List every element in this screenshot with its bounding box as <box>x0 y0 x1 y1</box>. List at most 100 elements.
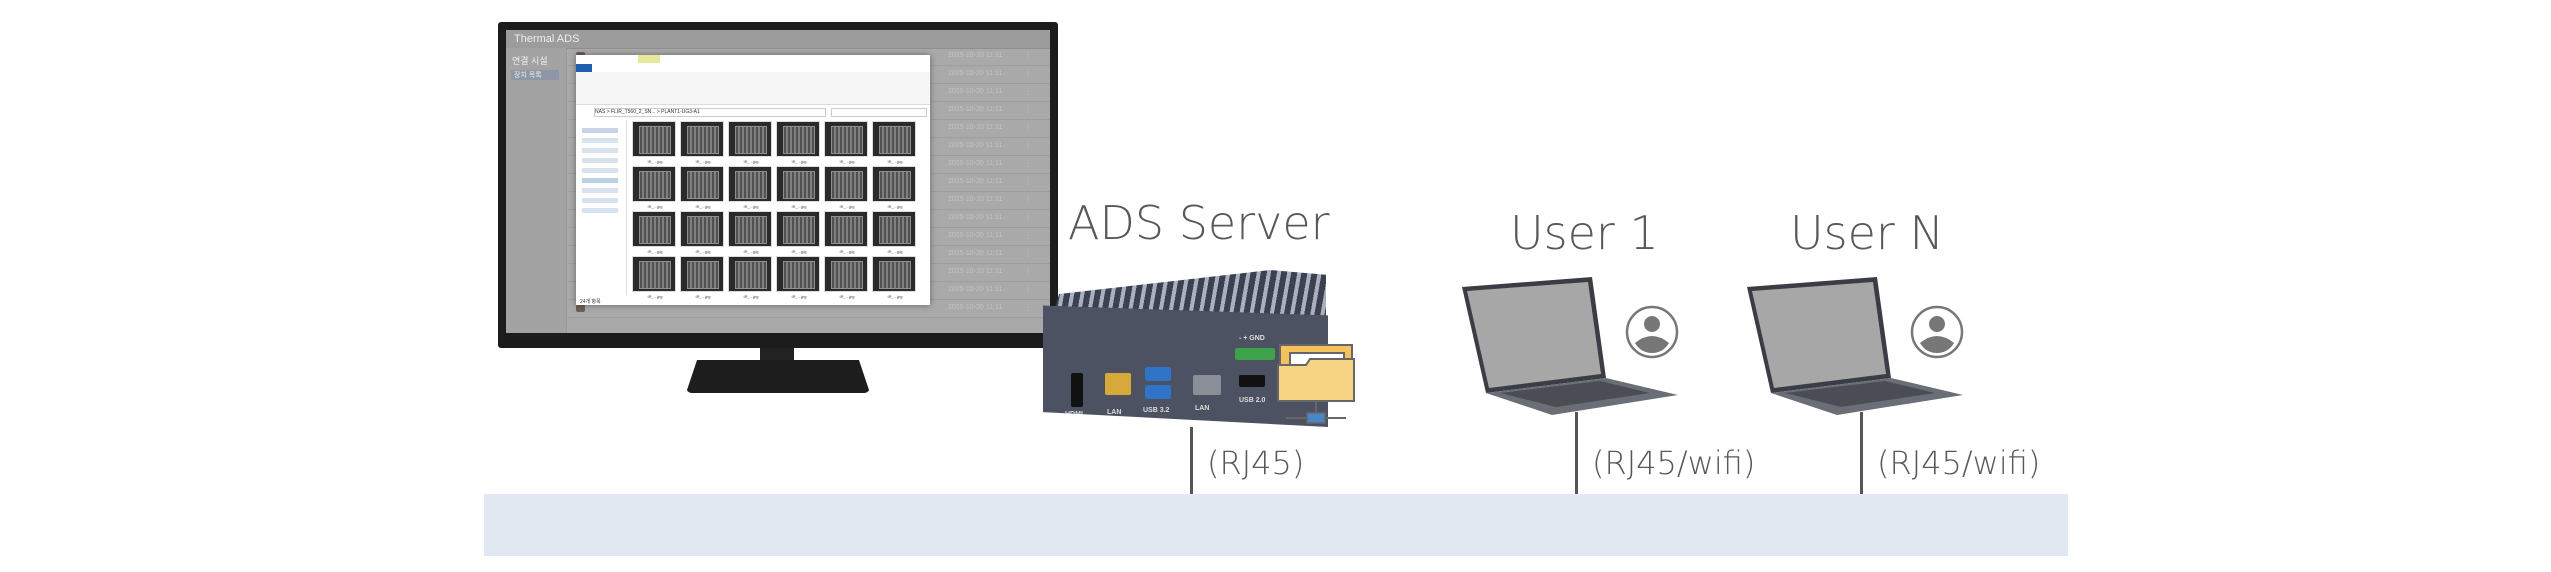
thumbnail-label: IR_...jpg <box>743 249 759 254</box>
nav-item <box>582 198 618 203</box>
thumbnail-label: IR_...jpg <box>743 294 759 299</box>
user-avatar-icon <box>1625 305 1679 359</box>
explorer-status: 24개 항목 <box>580 299 601 305</box>
thermal-image-thumbnail: IR_...jpg <box>872 211 916 254</box>
row-timestamp: 2025-10-20 11:11 <box>948 304 1003 311</box>
thumbnail-label: IR_...jpg <box>791 294 807 299</box>
row-timestamp: 2025-10-20 11:11 <box>948 214 1003 221</box>
thermal-image-thumbnail: IR_...jpg <box>776 211 820 254</box>
row-menu-icon: ⋮ <box>1024 213 1032 222</box>
row-menu-icon: ⋮ <box>1024 249 1032 258</box>
row-menu-icon: ⋮ <box>1024 105 1032 114</box>
app-title-bar: Thermal ADS <box>506 30 1050 49</box>
row-timestamp: 2025-10-20 11:11 <box>948 178 1003 185</box>
monitor-stand-base <box>686 360 870 393</box>
thumbnail-label: IR_...jpg <box>743 159 759 164</box>
row-timestamp: 2025-10-20 11:11 <box>948 286 1003 293</box>
userN-title: User N <box>1790 206 1944 260</box>
row-menu-icon: ⋮ <box>1024 177 1032 186</box>
explorer-nav-pane <box>576 120 627 295</box>
server-connection-label: (RJ45) <box>1207 444 1305 482</box>
power-terminal <box>1235 348 1275 360</box>
usb3-port <box>1145 385 1171 399</box>
row-menu-icon: ⋮ <box>1024 141 1032 150</box>
row-menu-icon: ⋮ <box>1024 195 1032 204</box>
nav-item <box>582 138 618 143</box>
thumbnail-label: IR_...jpg <box>887 159 903 164</box>
thermal-image-thumbnail: IR_...jpg <box>632 166 676 209</box>
row-menu-icon: ⋮ <box>1024 285 1032 294</box>
thumbnail-label: IR_...jpg <box>887 249 903 254</box>
thumbnail-label: IR_...jpg <box>695 159 711 164</box>
thermal-image-thumbnail: IR_...jpg <box>728 211 772 254</box>
thumbnail-label: IR_...jpg <box>839 159 855 164</box>
explorer-address-bar: NAS > FLIR_T560_2_SN... > PLANT1-UG3-A1 <box>594 108 826 117</box>
row-timestamp: 2025-10-20 11:11 <box>948 52 1003 59</box>
userN-connection-label: (RJ45/wifi) <box>1877 444 2041 482</box>
user1-connection-line <box>1575 412 1578 494</box>
thermal-image-thumbnail: IR_...jpg <box>824 211 868 254</box>
app-sidebar: 연결 시설 장치 목록 <box>506 48 567 333</box>
nav-item <box>582 148 618 153</box>
thermal-image-thumbnail: IR_...jpg <box>680 256 724 299</box>
thumbnail-label: IR_...jpg <box>647 159 663 164</box>
port-label: LAN <box>1107 409 1122 416</box>
thumbnail-label: IR_...jpg <box>695 204 711 209</box>
lan-port-poe <box>1105 373 1131 395</box>
nav-item <box>582 188 618 193</box>
nav-item <box>582 178 618 183</box>
row-timestamp: 2025-10-20 11:11 <box>948 232 1003 239</box>
sidebar-device-list-button: 장치 목록 <box>511 70 559 80</box>
row-timestamp: 2025-10-20 11:11 <box>948 106 1003 113</box>
monitor-screen: Thermal ADS 연결 시설 장치 목록 2025-10-20 11:11… <box>506 30 1050 333</box>
row-timestamp: 2025-10-20 11:11 <box>948 268 1003 275</box>
nav-item <box>582 128 618 133</box>
thumbnail-label: IR_...jpg <box>839 204 855 209</box>
explorer-file-tab <box>576 64 592 72</box>
explorer-ribbon <box>576 72 930 105</box>
thermal-image-thumbnail: IR_...jpg <box>824 256 868 299</box>
thermal-image-thumbnail: IR_...jpg <box>824 166 868 209</box>
server-title: ADS Server <box>1068 196 1330 250</box>
row-menu-icon: ⋮ <box>1024 267 1032 276</box>
usb3-port <box>1145 367 1171 381</box>
userN-connection-line <box>1860 412 1863 494</box>
thermal-image-thumbnail: IR_...jpg <box>680 121 724 164</box>
network-bus <box>484 494 2068 556</box>
laptop-icon <box>1747 277 1963 415</box>
sidebar-title: 연결 시설 <box>512 56 548 66</box>
network-folder-icon <box>1277 344 1355 424</box>
device-icon <box>576 304 585 312</box>
thermal-image-thumbnail: IR_...jpg <box>632 121 676 164</box>
thermal-image-thumbnail: IR_...jpg <box>632 211 676 254</box>
user1-title: User 1 <box>1510 206 1659 260</box>
thumbnail-label: IR_...jpg <box>743 204 759 209</box>
thumbnail-label: IR_...jpg <box>791 159 807 164</box>
hdmi-port <box>1071 373 1083 407</box>
thumbnail-label: IR_...jpg <box>791 204 807 209</box>
file-explorer-window: NAS > FLIR_T560_2_SN... > PLANT1-UG3-A1 … <box>576 55 930 305</box>
row-timestamp: 2025-10-20 11:11 <box>948 124 1003 131</box>
lan-port <box>1193 375 1221 395</box>
port-label: - + GND <box>1239 335 1265 342</box>
monitor-stand-neck <box>760 348 794 362</box>
laptop-icon <box>1462 277 1678 415</box>
usb2-port <box>1239 375 1265 387</box>
explorer-address-row: NAS > FLIR_T560_2_SN... > PLANT1-UG3-A1 <box>576 107 930 117</box>
thermal-image-thumbnail: IR_...jpg <box>776 166 820 209</box>
thermal-image-thumbnail: IR_...jpg <box>728 166 772 209</box>
port-label: USB 2.0 <box>1239 397 1266 404</box>
thermal-image-thumbnail: IR_...jpg <box>680 211 724 254</box>
row-menu-icon: ⋮ <box>1024 231 1032 240</box>
user1-connection-label: (RJ45/wifi) <box>1592 444 1756 482</box>
thermal-image-thumbnail: IR_...jpg <box>728 256 772 299</box>
thumbnail-label: IR_...jpg <box>887 204 903 209</box>
mini-pc-icon: HDMI LAN USB 3.2 LAN USB 2.0 - + GND <box>1043 305 1328 427</box>
port-label: USB 3.2 <box>1143 407 1170 414</box>
thumbnail-label: IR_...jpg <box>695 249 711 254</box>
thermal-image-thumbnail: IR_...jpg <box>872 166 916 209</box>
thermal-image-thumbnail: IR_...jpg <box>728 121 772 164</box>
row-menu-icon: ⋮ <box>1024 69 1032 78</box>
thumbnail-label: IR_...jpg <box>887 294 903 299</box>
